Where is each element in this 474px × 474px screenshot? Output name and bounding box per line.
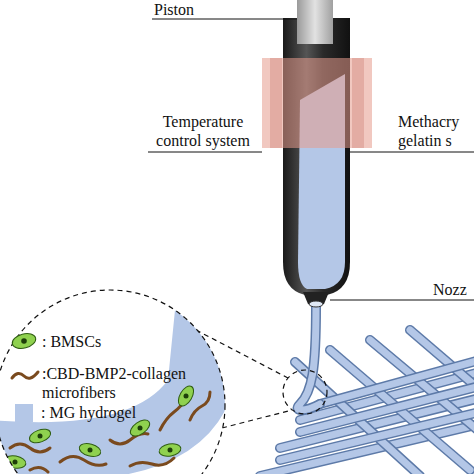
microfiber bbox=[60, 456, 106, 465]
cell bbox=[78, 441, 102, 458]
heating-jacket-shade bbox=[352, 58, 364, 148]
leader-line bbox=[330, 300, 474, 301]
filament bbox=[298, 306, 320, 410]
heating-jacket-shade bbox=[270, 58, 282, 148]
legend-entry: : MG hydrogel bbox=[15, 403, 185, 422]
leader-lines bbox=[148, 19, 474, 300]
microfiber bbox=[30, 467, 48, 472]
zoom-target bbox=[283, 370, 327, 414]
nucleus bbox=[38, 434, 43, 439]
legend-text: : MG hydrogel bbox=[41, 403, 136, 422]
fiber-icon bbox=[12, 372, 38, 378]
zoom-content bbox=[0, 300, 230, 474]
cell bbox=[175, 383, 196, 408]
cell-icon bbox=[11, 331, 38, 351]
leader-line bbox=[350, 152, 474, 153]
rod bbox=[320, 360, 474, 404]
rod bbox=[280, 412, 474, 460]
piston bbox=[297, 0, 333, 44]
piston-head bbox=[297, 18, 333, 44]
nucleus bbox=[88, 448, 93, 453]
cell bbox=[158, 442, 182, 458]
callout-label: Nozz bbox=[433, 280, 474, 299]
nucleus bbox=[13, 460, 18, 465]
leader-line bbox=[152, 19, 297, 20]
microfiber bbox=[110, 434, 148, 444]
scaffold-grid bbox=[260, 330, 474, 474]
rod bbox=[280, 412, 474, 460]
rod bbox=[300, 386, 474, 432]
zoom-circle bbox=[0, 290, 225, 474]
legend-text: : BMSCs bbox=[42, 332, 101, 351]
nucleus bbox=[184, 394, 189, 399]
legend-swatch bbox=[15, 404, 33, 422]
callout-label: Piston bbox=[154, 0, 294, 19]
callout-label: Methacry gelatin s bbox=[398, 112, 474, 150]
filament-outline bbox=[298, 306, 320, 410]
legend-entry: : BMSCs bbox=[42, 332, 192, 351]
legend-text: :CBD-BMP2-collagen microfibers bbox=[42, 364, 192, 402]
microfiber bbox=[130, 458, 174, 466]
nucleus bbox=[138, 426, 143, 431]
leader-line bbox=[148, 152, 262, 153]
legend-entry: :CBD-BMP2-collagen microfibers bbox=[42, 364, 192, 402]
rod bbox=[300, 386, 474, 432]
hydrogel-band bbox=[0, 300, 230, 474]
zoom-line bbox=[222, 410, 292, 428]
nucleus bbox=[168, 448, 173, 453]
heating-jacket bbox=[262, 58, 372, 148]
callout-label: Temperature control system bbox=[144, 112, 262, 150]
nozzle-tip bbox=[309, 301, 323, 307]
cell-icon-nucleus bbox=[21, 338, 27, 344]
microfiber bbox=[10, 444, 50, 452]
cell bbox=[28, 427, 53, 446]
